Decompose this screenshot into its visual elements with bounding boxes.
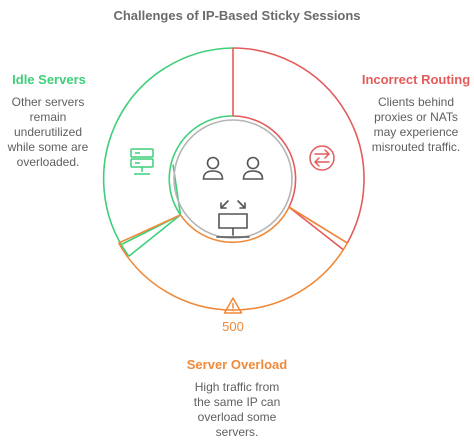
description-line: overload some <box>197 410 277 424</box>
warning-500-icon: 500 <box>222 297 244 334</box>
description-line: servers. <box>215 425 259 439</box>
idle-segment-divider <box>121 164 182 257</box>
idle-inner-arc <box>168 115 234 216</box>
overload-inner-arc <box>179 206 290 244</box>
description-line: High traffic from <box>194 380 280 394</box>
description-line: Clients behind <box>377 95 455 109</box>
description-line: while some are <box>7 140 89 154</box>
incorrect-routing-description: Clients behind proxies or NATs may exper… <box>360 95 472 155</box>
idle-servers-description: Other servers remain underutilized while… <box>2 95 94 170</box>
server-overload-description: High traffic from the same IP can overlo… <box>150 380 324 440</box>
description-line: Other servers <box>11 95 85 109</box>
overload-icon-code: 500 <box>222 319 244 334</box>
routing-outer-arc <box>232 47 365 244</box>
hub-circle <box>173 119 293 239</box>
routing-inner-arc <box>232 115 297 208</box>
description-line: proxies or NATs <box>374 110 458 124</box>
routing-segment-divider <box>288 206 348 251</box>
server-overload-heading: Server Overload <box>186 357 288 372</box>
description-line: the same IP can <box>193 395 281 409</box>
description-line: remain <box>29 110 67 124</box>
overload-outer-arc <box>117 242 349 311</box>
overload-segment-divider <box>118 206 348 244</box>
description-line: underutilized <box>13 125 83 139</box>
description-line: misrouted traffic. <box>371 140 461 154</box>
description-line: may experience <box>373 125 459 139</box>
description-line: overloaded. <box>16 155 80 169</box>
idle-servers-heading: Idle Servers <box>12 72 86 87</box>
users-to-server-icon <box>202 156 264 238</box>
server-rack-icon <box>130 148 154 175</box>
swap-arrows-icon <box>309 145 335 171</box>
diagram-title: Challenges of IP-Based Sticky Sessions <box>113 8 361 23</box>
incorrect-routing-heading: Incorrect Routing <box>361 72 471 87</box>
idle-outer-arc <box>102 47 234 257</box>
